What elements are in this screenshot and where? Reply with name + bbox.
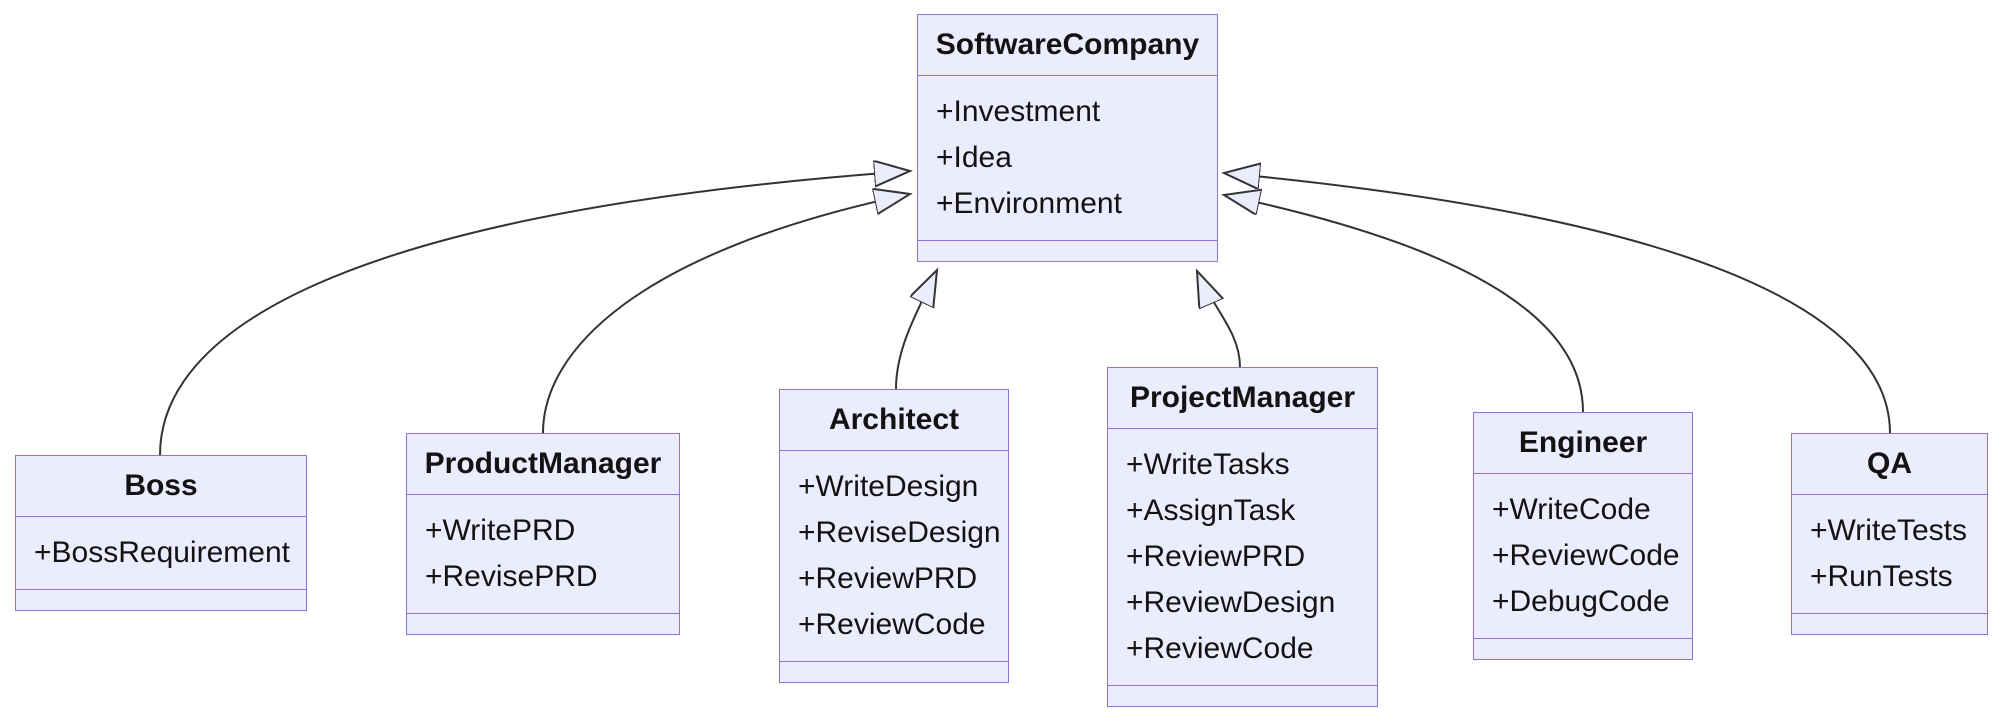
class-title: ProductManager [407, 434, 679, 495]
class-attributes: +WritePRD +RevisePRD [407, 495, 679, 614]
class-box-productmanager: ProductManager +WritePRD +RevisePRD [406, 433, 680, 635]
class-attr: +RevisePRD [425, 560, 598, 593]
class-methods-empty [407, 614, 679, 634]
class-attr: +Environment [936, 187, 1122, 220]
class-attr: +Idea [936, 141, 1012, 174]
class-attributes: +WriteCode +ReviewCode +DebugCode [1474, 474, 1692, 639]
class-title: Boss [16, 456, 306, 517]
class-methods-empty [16, 590, 306, 610]
edge-boss-to-softwarecompany [159, 171, 910, 456]
class-methods-empty [780, 662, 1008, 682]
class-attr: +ReviewDesign [1126, 586, 1336, 619]
class-attr: +AssignTask [1126, 494, 1296, 527]
class-attributes: +BossRequirement [16, 517, 306, 590]
class-title: SoftwareCompany [918, 15, 1217, 76]
class-attr: +RunTests [1810, 560, 1953, 593]
class-attributes: +WriteTests +RunTests [1792, 495, 1987, 614]
class-attr: +WriteTests [1810, 514, 1967, 547]
class-attr: +ReviseDesign [798, 516, 1001, 549]
edge-qa-to-softwarecompany [1224, 173, 1891, 434]
class-title: Architect [780, 390, 1008, 451]
class-attributes: +WriteTasks +AssignTask +ReviewPRD +Revi… [1108, 429, 1377, 686]
class-attr: +BossRequirement [34, 536, 290, 569]
class-attributes: +Investment +Idea +Environment [918, 76, 1217, 241]
class-box-boss: Boss +BossRequirement [15, 455, 307, 611]
class-methods-empty [1474, 639, 1692, 659]
class-attr: +ReviewPRD [798, 562, 978, 595]
class-box-softwarecompany: SoftwareCompany +Investment +Idea +Envir… [917, 14, 1218, 262]
class-attr: +ReviewCode [798, 608, 986, 641]
class-attr: +WritePRD [425, 514, 576, 547]
class-methods-empty [918, 241, 1217, 261]
class-attr: +ReviewPRD [1126, 540, 1306, 573]
edge-architect-to-softwarecompany [895, 270, 937, 390]
edge-engineer-to-softwarecompany [1224, 195, 1584, 413]
class-methods-empty [1792, 614, 1987, 634]
edge-productmanager-to-softwarecompany [542, 194, 910, 434]
class-title: ProjectManager [1108, 368, 1377, 429]
class-attr: +WriteCode [1492, 493, 1651, 526]
class-box-engineer: Engineer +WriteCode +ReviewCode +DebugCo… [1473, 412, 1693, 660]
class-box-projectmanager: ProjectManager +WriteTasks +AssignTask +… [1107, 367, 1378, 707]
class-attributes: +WriteDesign +ReviseDesign +ReviewPRD +R… [780, 451, 1008, 662]
class-attr: +WriteTasks [1126, 448, 1290, 481]
class-attr: +WriteDesign [798, 470, 979, 503]
class-title: Engineer [1474, 413, 1692, 474]
class-attr: +Investment [936, 95, 1101, 128]
class-attr: +DebugCode [1492, 585, 1670, 618]
class-title: QA [1792, 434, 1987, 495]
class-methods-empty [1108, 686, 1377, 706]
class-attr: +ReviewCode [1126, 632, 1314, 665]
class-box-architect: Architect +WriteDesign +ReviseDesign +Re… [779, 389, 1009, 683]
class-attr: +ReviewCode [1492, 539, 1680, 572]
edge-projectmanager-to-softwarecompany [1197, 271, 1241, 368]
class-box-qa: QA +WriteTests +RunTests [1791, 433, 1988, 635]
